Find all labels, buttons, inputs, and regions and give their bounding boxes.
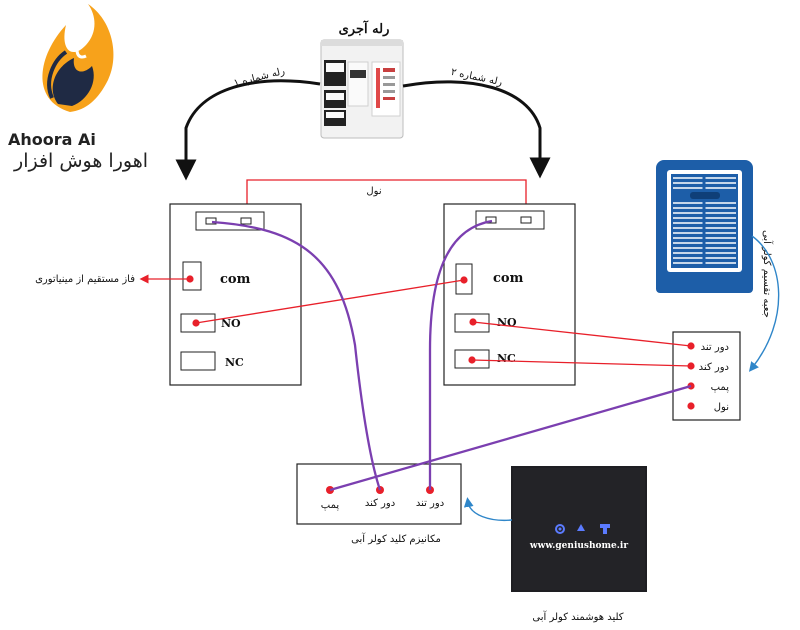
relay-component-title: رله آجری <box>339 20 390 37</box>
terminal-fast-label: دور تند <box>701 342 729 353</box>
terminal-slow-label: دور کند <box>699 362 729 373</box>
brand-name: Ahoora Ai <box>8 130 96 149</box>
relay1-com-label: com <box>220 272 251 287</box>
brick-relay: رله آجری <box>320 16 404 139</box>
relay2-nc-label: NC <box>497 352 516 365</box>
terminal-neutral-label: نول <box>714 402 729 413</box>
relay1-nc-label: NC <box>225 356 244 369</box>
neutral-wire <box>246 179 527 220</box>
switch-website: www.geniushome.ir <box>529 541 628 551</box>
no2-to-fast-wire <box>472 321 692 347</box>
relay1-curved-arrow <box>175 79 321 181</box>
phase-label: فاز مستقیم از مینیاتوری <box>35 274 135 285</box>
cooler-terminal-box: دور تند دور کند پمپ نول <box>672 331 741 421</box>
relay2-box: com NO NC <box>443 203 576 386</box>
cooler-box-label: جعبه تقسیم کولر آبی <box>761 230 774 318</box>
com2-to-no1-wire <box>195 279 465 324</box>
relay2-com-label: com <box>493 271 524 286</box>
relay2-coil-wire <box>428 219 493 490</box>
smart-switch-panel: www.geniushome.ir <box>511 466 647 592</box>
relay1-no-label: NO <box>221 317 241 330</box>
terminal-pump-label: پمپ <box>711 382 730 393</box>
flame-logo-icon <box>42 4 114 112</box>
mechanism-caption: مکانیزم کلید کولر آبی <box>351 532 441 545</box>
cooler-to-terminal-arrow <box>748 235 780 372</box>
pump-wire <box>329 384 692 492</box>
neutral-label: نول <box>366 186 381 197</box>
fan-icon <box>555 524 565 534</box>
pump-icon <box>600 524 610 534</box>
relay1-arrow-label: رله شماره ۱ <box>233 66 287 89</box>
nc2-to-slow-wire <box>471 359 692 367</box>
water-cooler-icon <box>656 160 753 293</box>
switch-to-mechanism-arrow <box>463 497 513 522</box>
relay2-curved-arrow <box>402 80 551 179</box>
brand-logo: Ahoora Ai اهورا هوش افزار <box>8 4 148 172</box>
switch-mechanism-box: پمپ دور کند دور تند <box>296 463 462 525</box>
brand-subtitle: اهورا هوش افزار <box>13 150 148 172</box>
mechanism-slow-label: دور کند <box>365 498 395 509</box>
relay1-coil-wire <box>211 220 382 491</box>
smart-switch-caption: کلید هوشمند کولر آبی <box>532 610 623 623</box>
speed-icon <box>577 524 585 531</box>
mechanism-pump-label: پمپ <box>321 500 340 511</box>
relay1-box: com NO NC <box>169 203 302 386</box>
mechanism-fast-label: دور تند <box>416 498 444 509</box>
